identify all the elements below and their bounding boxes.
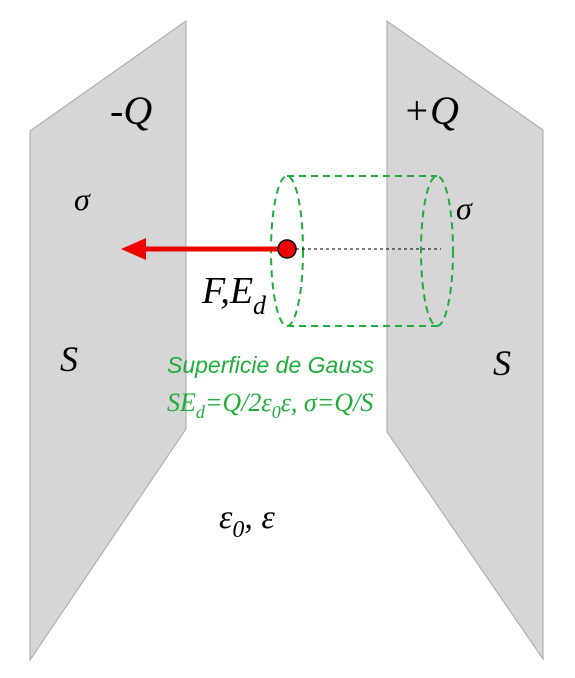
right-plate-density: σ (456, 190, 473, 226)
test-charge (277, 239, 297, 259)
gauss-eq-sub2: 0 (272, 402, 281, 422)
force-label-sub: d (253, 291, 267, 320)
right-plate-area: S (493, 343, 511, 383)
gauss-eq-sub1: d (196, 402, 206, 422)
gauss-eq-part1: SE (167, 388, 196, 417)
medium-eps: ε (219, 499, 233, 536)
gauss-cylinder-right-cap (420, 175, 454, 327)
right-plate-charge: +Q (403, 88, 459, 133)
medium-eps-sub: 0 (232, 517, 244, 543)
gauss-title: Superficie de Gauss (167, 352, 375, 378)
left-plate-density: σ (74, 181, 91, 217)
force-label: F,Ed (201, 270, 267, 320)
force-arrow (121, 238, 278, 260)
right-plate (386, 20, 544, 661)
medium-label: ε0, ε (219, 499, 275, 543)
left-plate (29, 20, 187, 662)
left-plate-area: S (60, 339, 78, 379)
force-label-main: F,E (201, 270, 253, 312)
medium-rest: , ε (244, 499, 275, 536)
force-arrow-head (121, 238, 146, 260)
left-plate-charge: -Q (110, 88, 152, 133)
gauss-equation: SEd=Q/2ε0ε, σ=Q/S (167, 388, 373, 422)
gauss-eq-part3: ε, σ=Q/S (281, 388, 374, 417)
gauss-eq-part2: =Q/2ε (205, 388, 273, 417)
